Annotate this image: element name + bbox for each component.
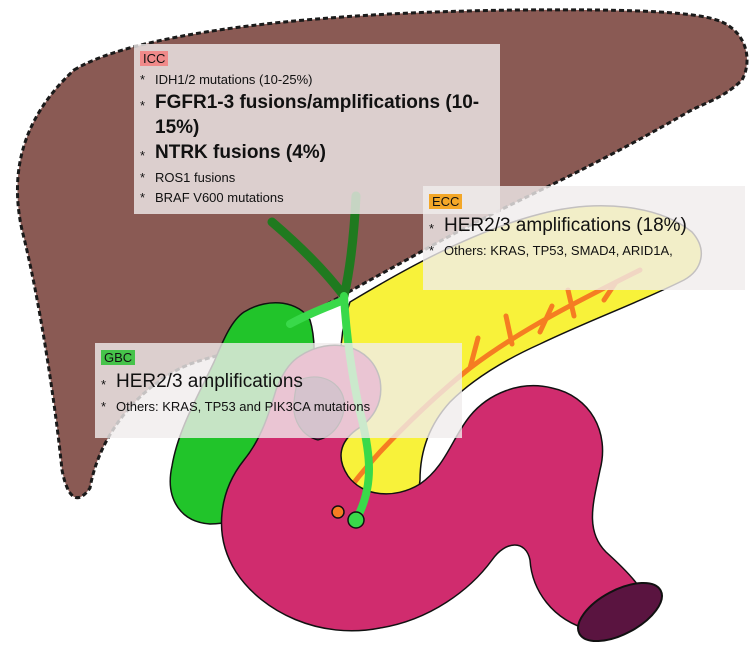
bullet-icon: * [429, 243, 435, 258]
ecc-label-box: ECC * HER2/3 amplifications (18%) * Others… [423, 186, 745, 290]
gbc-list: * HER2/3 amplifications * Others: KRAS, TP… [101, 369, 462, 417]
bullet-icon: * [429, 221, 435, 236]
icc-item-text: BRAF V600 mutations [155, 190, 284, 205]
intestine-opening [577, 581, 663, 643]
icc-item: * NTRK fusions (4%) [140, 140, 500, 168]
bullet-icon: * [101, 377, 107, 392]
bullet-icon: * [140, 170, 146, 185]
gbc-item-text: HER2/3 amplifications [116, 371, 303, 392]
gbc-item: * Others: KRAS, TP53 and PIK3CA mutations [101, 397, 462, 417]
ecc-list: * HER2/3 amplifications (18%) * Others: KR… [429, 213, 745, 261]
icc-item: * ROS1 fusions [140, 168, 500, 188]
icc-item: * IDH1/2 mutations (10-25%) [140, 70, 500, 90]
ecc-item-text: Others: KRAS, TP53, SMAD4, ARID1A, [444, 243, 673, 258]
icc-item-text: FGFR1-3 fusions/amplifications (10-15%) [155, 92, 480, 138]
icc-item: * FGFR1-3 fusions/amplifications (10-15%) [140, 90, 500, 140]
icc-item-text: NTRK fusions (4%) [155, 142, 326, 163]
icc-list: * IDH1/2 mutations (10-25%) * FGFR1-3 fusi… [140, 70, 500, 208]
gbc-label-box: GBC * HER2/3 amplifications * Others: KRAS… [95, 343, 462, 438]
gbc-item: * HER2/3 amplifications [101, 369, 462, 397]
bullet-icon: * [140, 72, 146, 87]
bullet-icon: * [140, 190, 146, 205]
gbc-item-text: Others: KRAS, TP53 and PIK3CA mutations [116, 399, 371, 414]
bullet-icon: * [140, 148, 146, 163]
icc-tag: ICC [140, 51, 169, 66]
bullet-icon: * [140, 98, 146, 113]
ecc-item: * Others: KRAS, TP53, SMAD4, ARID1A, [429, 241, 745, 261]
ecc-item: * HER2/3 amplifications (18%) [429, 213, 745, 241]
ecc-tag: ECC [429, 194, 463, 209]
ecc-item-text: HER2/3 amplifications (18%) [444, 215, 687, 236]
bullet-icon: * [101, 399, 107, 414]
icc-label-box: ICC * IDH1/2 mutations (10-25%) * FGFR1-3 … [134, 44, 500, 214]
icc-item-text: ROS1 fusions [155, 170, 236, 185]
icc-item: * BRAF V600 mutations [140, 188, 500, 208]
gbc-tag: GBC [101, 350, 136, 365]
bile-duct-opening [347, 511, 365, 529]
pancreatic-duct-opening [331, 505, 345, 519]
icc-item-text: IDH1/2 mutations (10-25%) [155, 72, 313, 87]
